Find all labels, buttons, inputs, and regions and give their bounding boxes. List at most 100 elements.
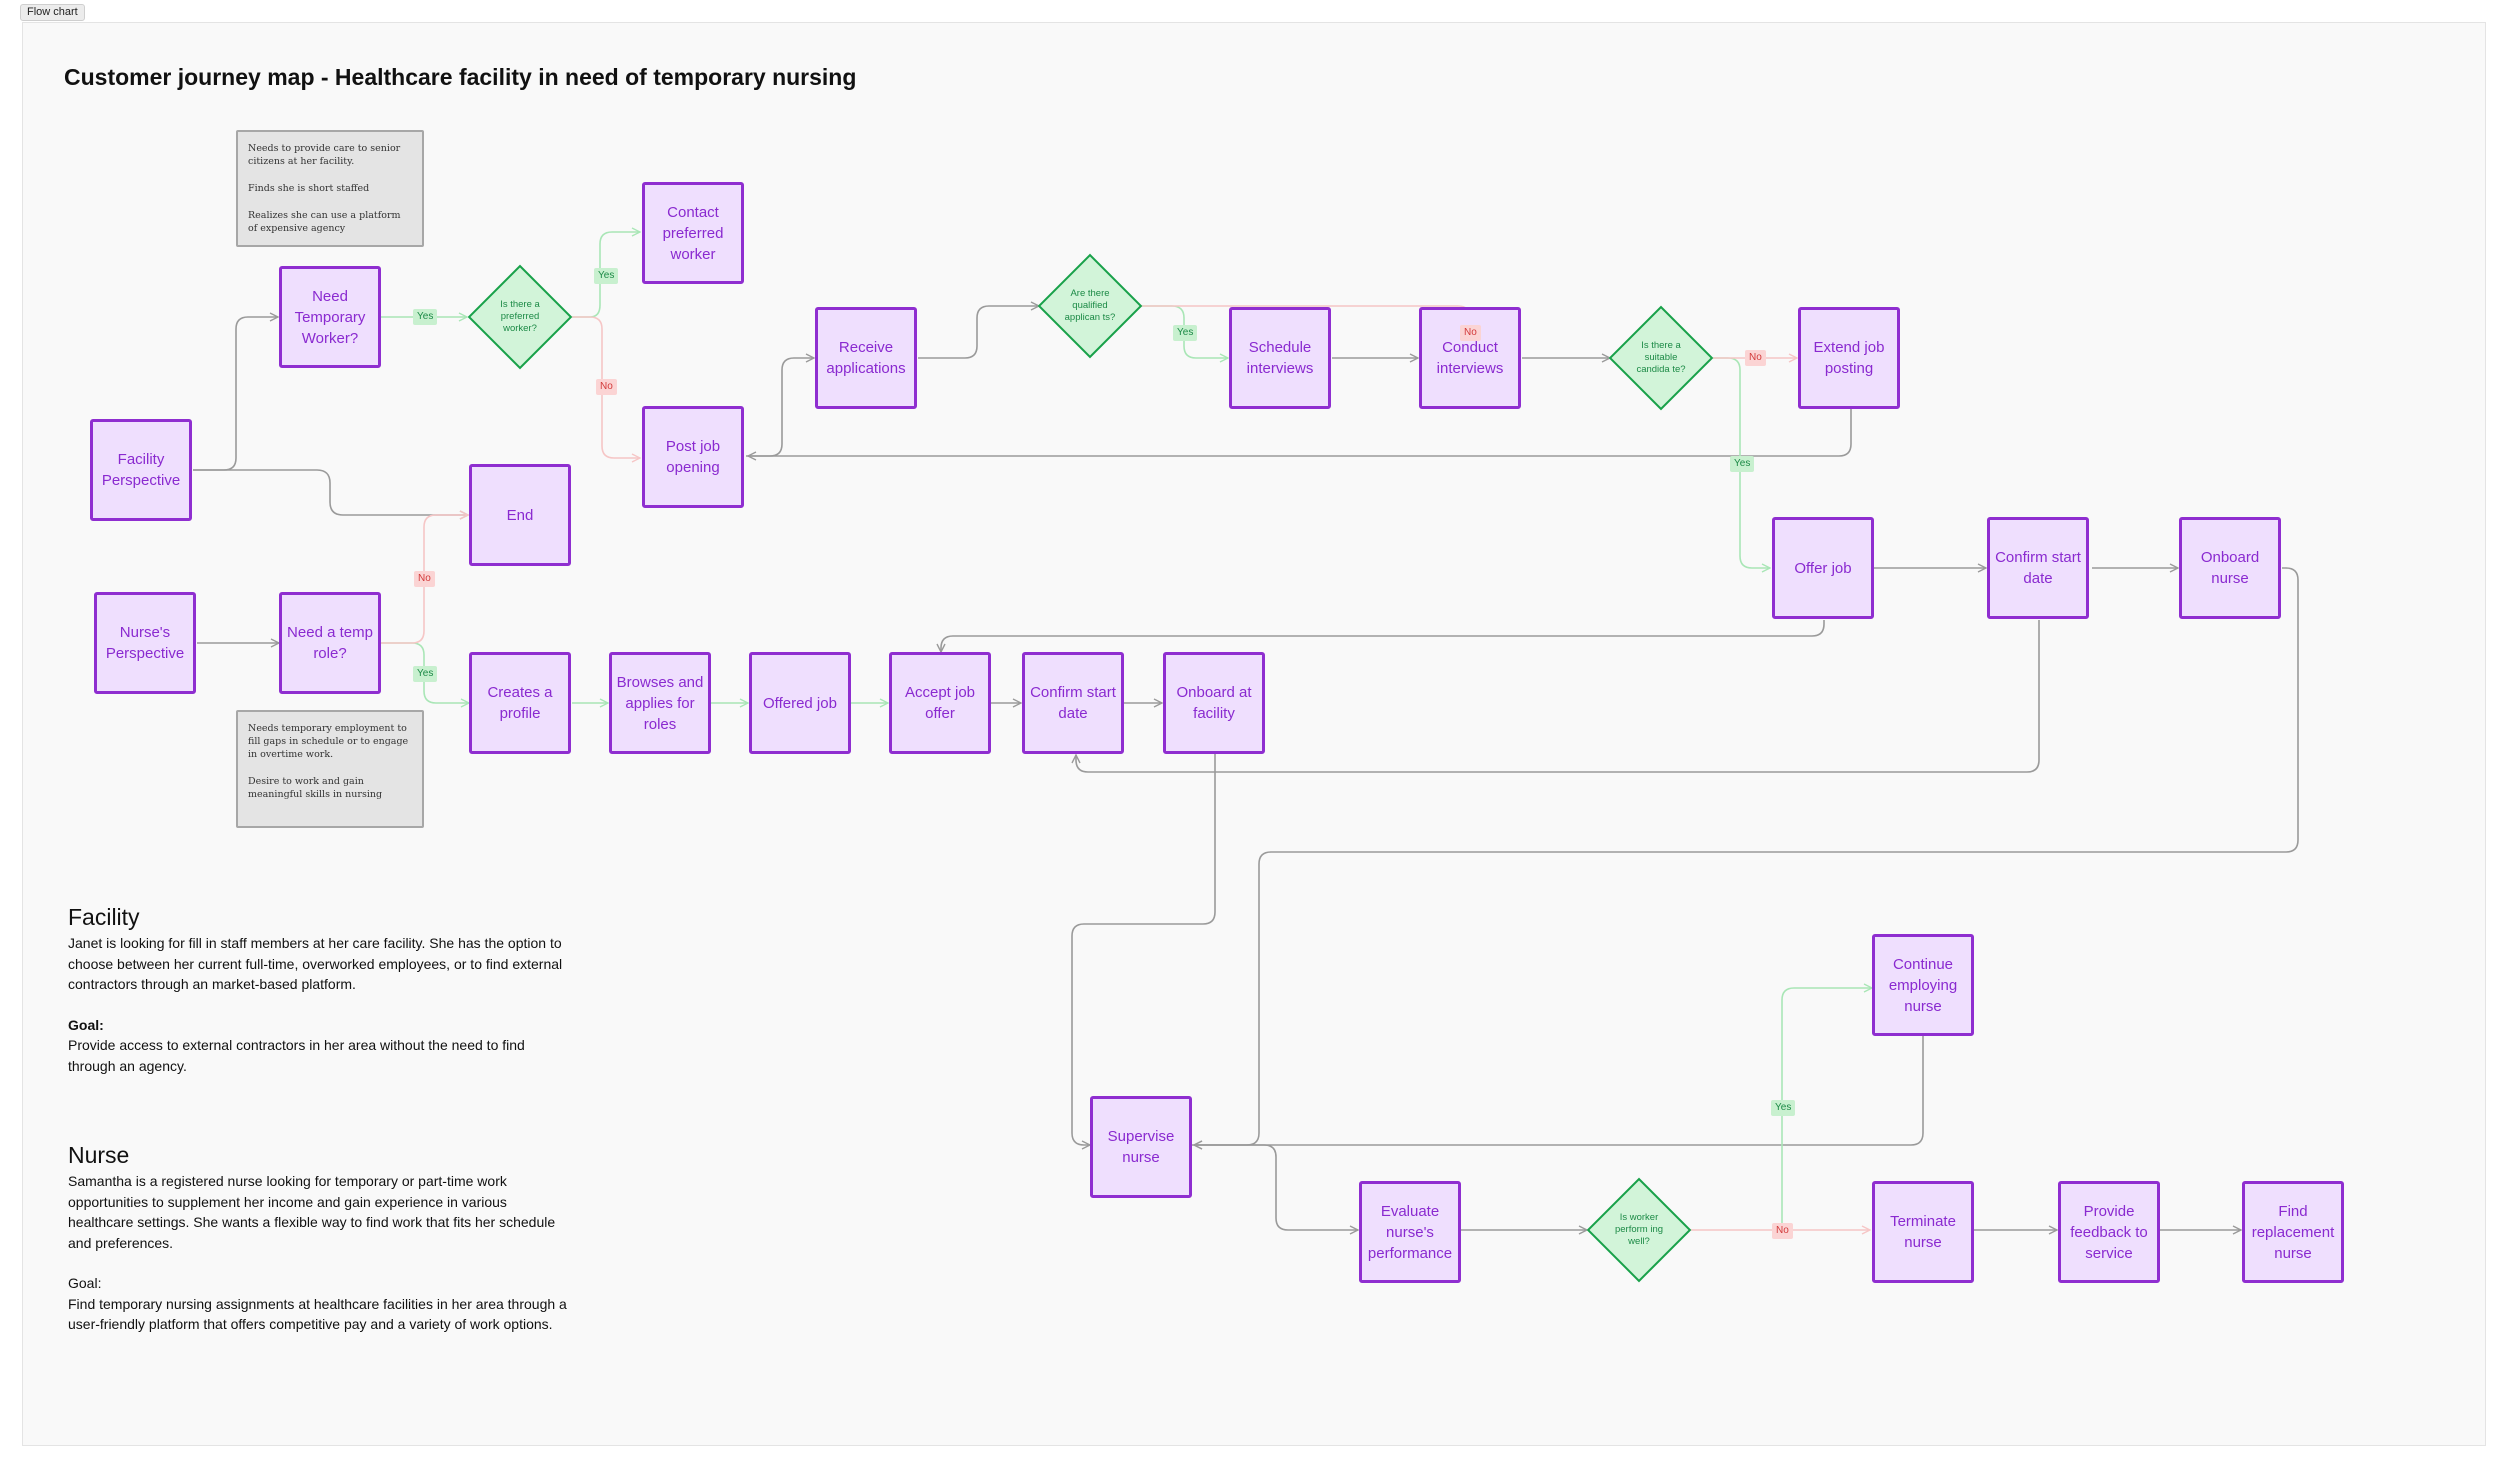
edge-label-no: No (1460, 325, 1481, 341)
node-label: Schedule interviews (1246, 339, 1314, 377)
node-label: Provide feedback to service (2070, 1202, 2148, 1262)
edge-offer-to-accept (941, 620, 1825, 652)
node-label: Need Temporary Worker? (294, 287, 366, 347)
node-label: Receive applications (826, 339, 906, 377)
node-continue-employing[interactable]: Continue employing nurse (1872, 934, 1974, 1036)
node-label: End (506, 506, 534, 524)
node-conduct-interviews[interactable]: Conduct interviews (1419, 307, 1521, 409)
node-creates-profile[interactable]: Creates a profile (469, 652, 571, 754)
decision-worker-performing[interactable]: Is worker perform ing well? (1586, 1177, 1692, 1283)
node-label: Evaluate nurse's performance (1367, 1202, 1453, 1262)
persona-goal-label: Goal: (68, 1275, 102, 1291)
node-receive-applications[interactable]: Receive applications (815, 307, 917, 409)
decision-suitable-candidate[interactable]: Is there a suitable candida te? (1608, 305, 1714, 411)
node-need-temp-role[interactable]: Need a temp role? (279, 592, 381, 694)
edge-facility-confirm-to-nurse-confirm (1076, 620, 2040, 773)
edge-label-yes: Yes (1730, 456, 1755, 472)
edge-post-to-receive (746, 358, 814, 457)
node-label: Accept job offer (904, 684, 976, 722)
persona-goal: Find temporary nursing assignments at he… (68, 1295, 567, 1333)
node-label: Conduct interviews (1436, 339, 1504, 377)
node-need-temporary-worker[interactable]: Need Temporary Worker? (279, 266, 381, 368)
node-accept-job-offer[interactable]: Accept job offer (889, 652, 991, 754)
edge-label-yes: Yes (1173, 325, 1198, 341)
persona-facility: Facility Janet is looking for fill in st… (68, 904, 568, 1076)
node-label: Onboard nurse (2200, 549, 2260, 587)
edge-onboard-nurse-to-supervise (1194, 567, 2299, 1145)
node-supervise-nurse[interactable]: Supervise nurse (1090, 1096, 1192, 1198)
edge-facility-to-end (193, 469, 468, 515)
edge-extend-to-post (748, 408, 1852, 456)
decision-qualified-applicants[interactable]: Are there qualified applican ts? (1037, 253, 1143, 359)
node-schedule-interviews[interactable]: Schedule interviews (1229, 307, 1331, 409)
node-offered-job[interactable]: Offered job (749, 652, 851, 754)
persona-description: Janet is looking for fill in staff membe… (68, 935, 563, 992)
node-label: Need a temp role? (287, 624, 373, 662)
edge-label-no: No (596, 379, 617, 395)
facility-note-line: Realizes she can use a platform of expen… (248, 210, 401, 234)
decision-label: Is there a suitable candida te? (1636, 340, 1686, 375)
edge-label-yes: Yes (413, 309, 438, 325)
node-label: Confirm start date (1030, 684, 1116, 722)
nurse-note: Needs temporary employment to fill gaps … (236, 710, 424, 828)
node-label: Extend job posting (1813, 339, 1885, 377)
node-terminate-nurse[interactable]: Terminate nurse (1872, 1181, 1974, 1283)
node-provide-feedback[interactable]: Provide feedback to service (2058, 1181, 2160, 1283)
edge-label-yes: Yes (594, 268, 619, 284)
edge-label-no: No (1745, 350, 1766, 366)
edge-label-yes: Yes (413, 666, 438, 682)
decision-label: Is worker perform ing well? (1614, 1212, 1664, 1247)
node-label: Onboard at facility (1176, 684, 1252, 722)
decision-label: Is there a preferred worker? (500, 299, 540, 334)
node-confirm-start-date-facility[interactable]: Confirm start date (1987, 517, 2089, 619)
node-label: Terminate nurse (1890, 1213, 1956, 1251)
node-end[interactable]: End (469, 464, 571, 566)
edge-continue-to-supervise (1194, 1036, 1924, 1145)
node-onboard-at-facility[interactable]: Onboard at facility (1163, 652, 1265, 754)
persona-heading: Nurse (68, 1142, 130, 1168)
node-label: Continue employing nurse (1888, 955, 1958, 1015)
node-label: Facility Perspective (101, 451, 181, 489)
page-title: Customer journey map - Healthcare facili… (64, 64, 857, 90)
decision-preferred-worker[interactable]: Is there a preferred worker? (467, 264, 573, 370)
node-contact-preferred-worker[interactable]: Contact preferred worker (642, 182, 744, 284)
edge-performing-yes (1781, 988, 1872, 1230)
node-label: Creates a profile (487, 684, 553, 722)
persona-heading: Facility (68, 904, 140, 930)
node-label: Offered job (763, 694, 837, 712)
node-onboard-nurse[interactable]: Onboard nurse (2179, 517, 2281, 619)
persona-description: Samantha is a registered nurse looking f… (68, 1173, 556, 1251)
decision-label: Are there qualified applican ts? (1064, 288, 1116, 323)
edge-facility-to-need-worker (193, 317, 278, 471)
node-label: Offer job (1794, 559, 1852, 577)
persona-nurse: Nurse Samantha is a registered nurse loo… (68, 1142, 568, 1335)
edge-label-no: No (414, 571, 435, 587)
node-nurse-perspective[interactable]: Nurse's Perspective (94, 592, 196, 694)
facility-note-line: Needs to provide care to senior citizens… (248, 143, 401, 167)
edge-receive-to-qualified (918, 306, 1039, 359)
edge-onboard-facility-to-supervise (1071, 754, 1216, 1145)
nurse-note-line: Needs temporary employment to fill gaps … (248, 723, 409, 760)
node-facility-perspective[interactable]: Facility Perspective (90, 419, 192, 521)
nurse-note-line: Desire to work and gain meaningful skill… (248, 776, 383, 800)
node-label: Browses and applies for roles (616, 673, 704, 733)
node-find-replacement[interactable]: Find replacement nurse (2242, 1181, 2344, 1283)
node-extend-job-posting[interactable]: Extend job posting (1798, 307, 1900, 409)
node-label: Post job opening (665, 438, 721, 476)
node-evaluate-performance[interactable]: Evaluate nurse's performance (1359, 1181, 1461, 1283)
edge-supervise-to-evaluate (1192, 1144, 1358, 1230)
node-label: Nurse's Perspective (105, 624, 185, 662)
frame-tab[interactable]: Flow chart (20, 4, 85, 21)
edge-label-yes: Yes (1771, 1100, 1796, 1116)
node-post-job-opening[interactable]: Post job opening (642, 406, 744, 508)
node-offer-job[interactable]: Offer job (1772, 517, 1874, 619)
facility-note: Needs to provide care to senior citizens… (236, 130, 424, 247)
node-label: Contact preferred worker (662, 203, 724, 263)
persona-goal: Provide access to external contractors i… (68, 1037, 525, 1074)
node-label: Confirm start date (1995, 549, 2081, 587)
node-browses-applies[interactable]: Browses and applies for roles (609, 652, 711, 754)
edge-label-no: No (1772, 1223, 1793, 1239)
facility-note-line: Finds she is short staffed (248, 183, 370, 194)
persona-goal-label: Goal: (68, 1016, 104, 1033)
node-confirm-start-date-nurse[interactable]: Confirm start date (1022, 652, 1124, 754)
